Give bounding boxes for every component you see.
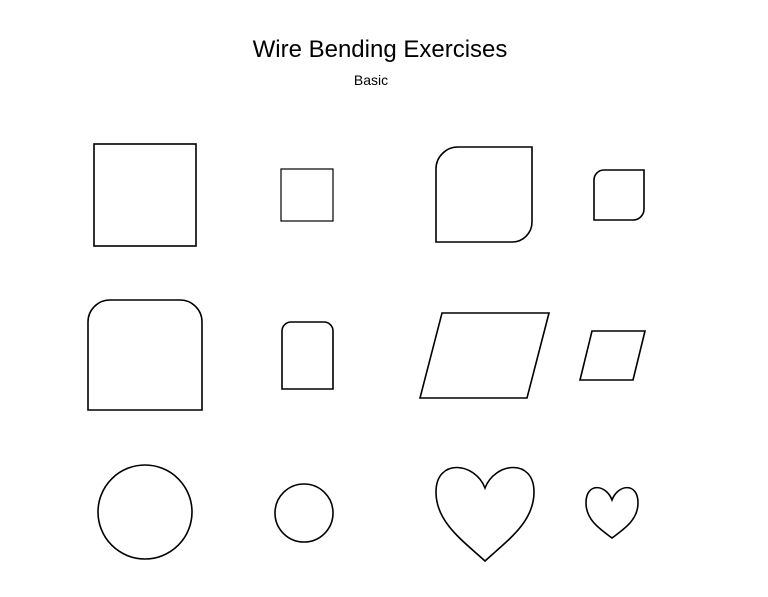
square-large [93,143,197,247]
heart-large [435,466,535,563]
square-small [280,168,334,222]
parallelogram-large [418,312,551,399]
arch-large [87,299,203,411]
page-title: Wire Bending Exercises [252,36,508,63]
heart-small [585,486,639,539]
rounded-square-small [593,169,645,221]
circle-large [97,464,193,560]
parallelogram-small [578,330,647,381]
arch-small [281,321,334,390]
page-subtitle: Basic [353,72,389,88]
rounded-square-large [435,146,533,243]
circle-small [274,483,334,543]
